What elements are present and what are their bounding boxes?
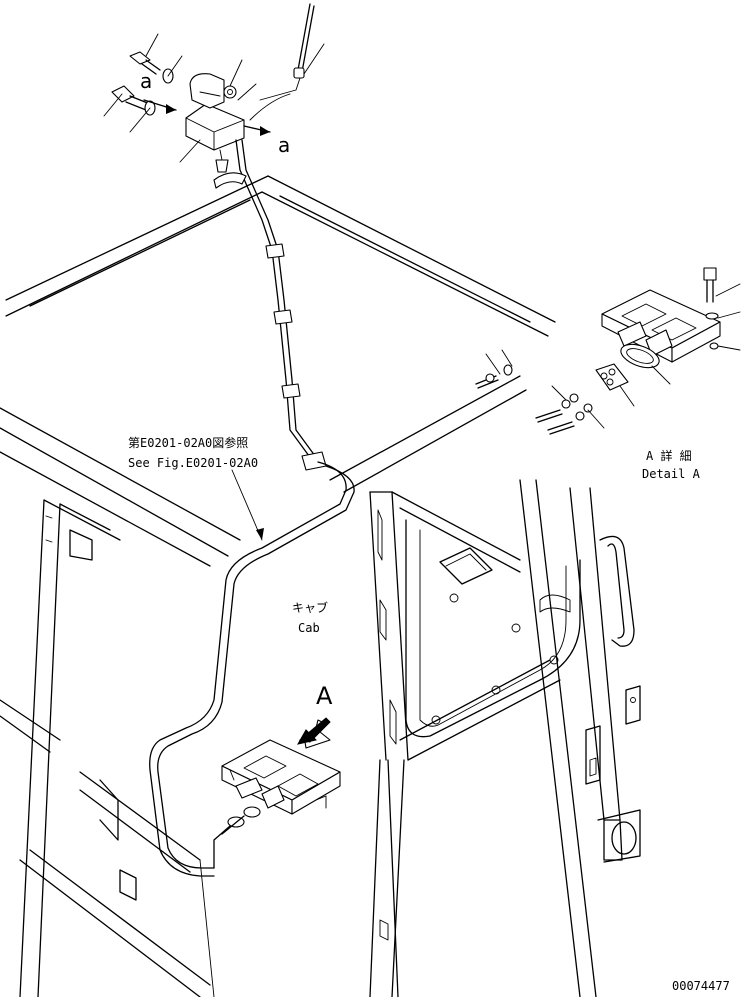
detail-label-jp: A 詳 細 <box>646 448 692 463</box>
leader-lines <box>103 33 741 541</box>
reference-label-jp: 第E0201-02A0図参照 <box>128 435 248 450</box>
reference-label-en: See Fig.E0201-02A0 <box>128 456 258 470</box>
cab-label-en: Cab <box>298 621 320 635</box>
controller-unit-cab <box>213 717 341 869</box>
section-label-a-right: a <box>278 133 290 157</box>
cab-door-frame <box>369 491 581 997</box>
detail-label-en: Detail A <box>642 467 701 481</box>
section-arrows <box>143 99 271 136</box>
view-label-a: A <box>316 682 333 710</box>
antenna-assembly <box>111 3 355 877</box>
cab-roof-frame <box>0 175 556 567</box>
cab-rear-pillars <box>519 479 641 997</box>
part-number: 00074477 <box>672 979 730 993</box>
cab-label-jp: キャブ <box>292 600 328 615</box>
cab-left-pillars <box>0 499 215 997</box>
detail-a-unit <box>475 267 721 435</box>
section-label-a-left: a <box>140 69 152 93</box>
